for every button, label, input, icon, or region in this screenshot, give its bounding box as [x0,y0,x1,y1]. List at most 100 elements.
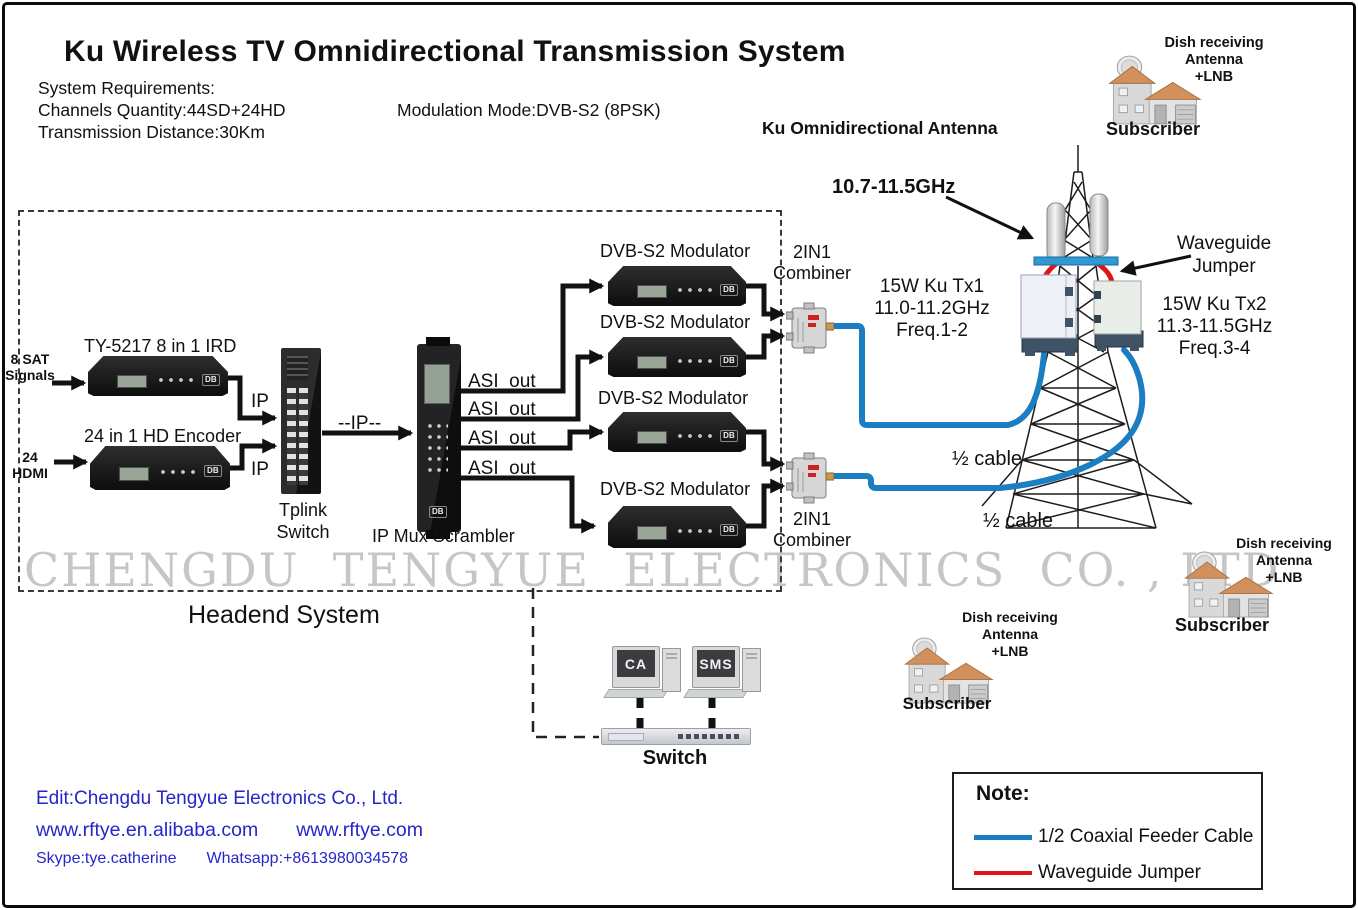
ca-tower [662,648,681,692]
ird-display [117,375,148,389]
waveguide-swatch [974,871,1032,875]
dish-antenna-label-3: Dish receiving Antenna +LNB [1236,535,1332,585]
half-cable-label-1: ½ cable [952,448,1023,470]
footer-skype: Skype:tye.catherine [36,850,177,867]
scrambler-label: IP Mux Scrambler [372,526,515,546]
tx1-box [1020,274,1079,356]
headend-caption: Headend System [188,601,380,629]
dvb-logo: DB [204,465,222,478]
dish-antenna-label-2: Dish receiving Antenna +LNB [962,609,1058,659]
legend-item-waveguide: Waveguide Jumper [974,862,1201,884]
sms-keyboard [683,689,749,698]
omni-antenna-label: Ku Omnidirectional Antenna [762,118,998,138]
ird-device: DB [88,356,228,396]
sms-monitor: SMS [692,646,740,688]
requirements-channels: Channels Quantity:44SD+24HD [38,100,286,120]
tx2-label: 15W Ku Tx2 11.3-11.5GHz Freq.3-4 [1156,294,1273,359]
modulator-device-4: DB [608,506,746,548]
modulator-label-2: DVB-S2 Modulator [600,312,751,332]
legend-item-coax: 1/2 Coaxial Feeder Cable [974,826,1253,848]
watermark: CHENGDU TENGYUE ELECTRONICS CO. , LTD [24,543,1281,597]
modulator-device-2: DB [608,337,746,377]
combiner-device-1 [786,302,834,354]
asi-out-label-1: ASI out [468,371,536,392]
ip-label-1: IP [251,391,269,412]
combiner1-label: 2IN1 Combiner [772,242,852,283]
ird-label: TY-5217 8 in 1 IRD [84,336,237,356]
asi-out-label-4: ASI out [468,458,536,479]
frequency-range-label: 10.7-11.5GHz [832,176,956,198]
modulator-label-4: DVB-S2 Modulator [600,479,751,499]
modulation-mode: Modulation Mode:DVB-S2 (8PSK) [397,100,661,120]
encoder-device: DB [90,446,230,490]
requirements-heading: System Requirements: [38,78,216,98]
input-24hdmi-label: 24 HDMI [12,449,48,481]
headend-system-box [18,210,782,592]
footer-urls: www.rftye.en.alibaba.com www.rftye.com [36,819,423,842]
ca-monitor: CA [612,646,660,688]
scrambler-buttons [426,422,448,474]
waveguide-jumper-right [1094,260,1115,297]
ip-label-3: --IP-- [338,413,382,434]
pc-drop-links [636,696,716,730]
asi-out-label-2: ASI out [468,399,536,420]
footer-contacts: Skype:tye.catherine Whatsapp:+86139800345… [36,850,408,868]
footer-edit-line: Edit:Chengdu Tengyue Electronics Co., Lt… [36,788,404,809]
waveguide-jumper-label: Waveguide Jumper [1176,233,1272,277]
dvb-logo: DB [720,354,738,367]
note-legend-box: Note: 1/2 Coaxial Feeder Cable Waveguide… [952,772,1263,890]
sms-screen: SMS [697,650,735,677]
waveguide-jumper-left [1039,260,1060,295]
modulator-device-3: DB [608,412,746,452]
dvb-logo: DB [429,506,447,518]
note-heading: Note: [976,782,1030,805]
subscriber-label-3: Subscriber [1174,615,1270,635]
dish-antenna-label-1: Dish receiving Antenna +LNB [1164,35,1264,85]
ca-computer: CA [603,646,696,698]
ca-screen: CA [617,650,655,677]
ip-mux-scrambler-device: DB [417,337,461,539]
page-title: Ku Wireless TV Omnidirectional Transmiss… [64,35,846,68]
footer-url-rftye: www.rftye.com [296,819,423,841]
dvb-logo: DB [202,373,220,386]
subscriber-label-2: Subscriber [902,694,992,713]
dvb-logo: DB [720,283,738,296]
switch-ports [287,388,296,485]
modulator-label-1: DVB-S2 Modulator [600,241,751,261]
dvb-logo: DB [720,524,738,537]
omni-antenna-left [1046,202,1066,262]
encoder-buttons [158,468,198,479]
ip-label-2: IP [251,459,269,480]
modulator-device-1: DB [608,266,746,306]
combiner-device-2 [786,452,834,504]
sms-computer: SMS [683,646,776,698]
encoder-display [119,467,150,482]
requirements-distance: Transmission Distance:30Km [38,122,265,142]
tplink-switch-device [281,348,321,494]
tx1-label: 15W Ku Tx1 11.0-11.2GHz Freq.1-2 [874,276,990,341]
ird-buttons [156,376,196,386]
scrambler-display [424,364,450,404]
tplink-switch-label: Tplink Switch [276,500,330,542]
tx2-box [1093,280,1144,351]
pointer-arrows [945,195,1192,276]
asi-out-label-3: ASI out [468,428,536,449]
antenna-mount-bar [1033,256,1119,266]
footer-whatsapp: Whatsapp:+8613980034578 [206,850,409,867]
input-8sat-label: 8 SAT Signals [5,351,55,383]
ca-keyboard [603,689,669,698]
sms-tower [742,648,761,692]
footer-url-alibaba: www.rftye.en.alibaba.com [36,819,259,841]
management-switch-label: Switch [642,747,708,769]
management-switch-device [601,728,751,745]
encoder-label: 24 in 1 HD Encoder [84,426,242,446]
coax-cable-swatch [974,834,1032,840]
combiner2-label: 2IN1 Combiner [772,509,852,550]
omni-antenna-right [1089,193,1109,257]
dvb-logo: DB [720,429,738,442]
switch-ports [299,388,308,485]
management-dashed-link [531,588,599,739]
modulator-label-3: DVB-S2 Modulator [598,388,749,408]
subscriber-label-1: Subscriber [1105,119,1201,139]
